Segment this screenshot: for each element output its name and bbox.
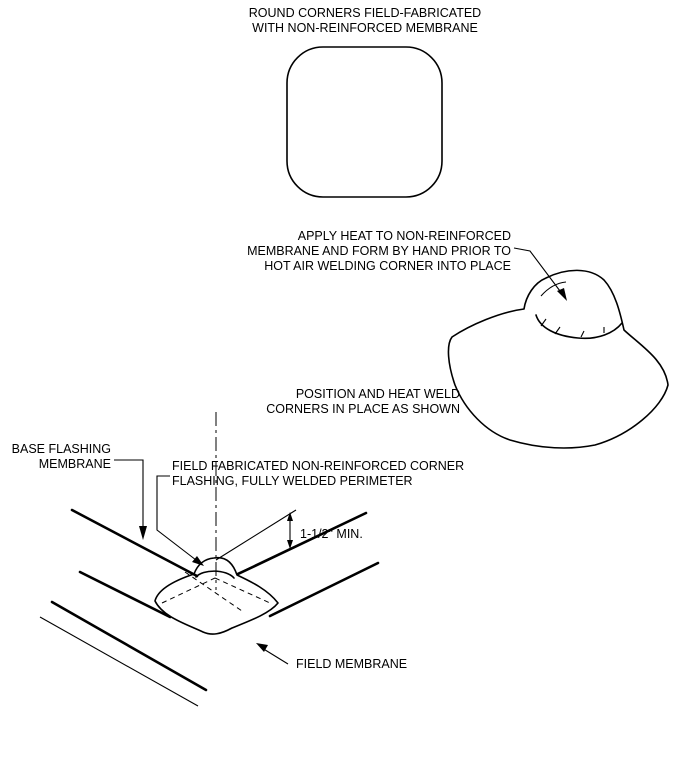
corner-flashing-fold	[195, 570, 235, 579]
rounded-corner-patch	[286, 46, 443, 198]
apply-heat-note-line2: MEMBRANE AND FORM BY HAND PRIOR TO	[247, 244, 511, 258]
field-membrane-leader	[261, 647, 289, 665]
wall-edge-lower-left	[78, 570, 172, 619]
field-fabricated-leader	[156, 475, 197, 561]
position-note-line2: CORNERS IN PLACE AS SHOWN	[266, 402, 460, 416]
base-flashing-leader	[114, 459, 144, 528]
dimension-ext-top	[215, 509, 297, 561]
round-corners-note-line1: ROUND CORNERS FIELD-FABRICATED	[249, 6, 481, 20]
wall-edge-upper-right	[236, 511, 368, 576]
formed-corner-ticks	[540, 318, 605, 338]
field-fabricated-label-line1: FIELD FABRICATED NON-REINFORCED CORNER	[172, 459, 464, 473]
apply-heat-leader	[513, 247, 564, 296]
formed-corner-inner-edge	[535, 314, 623, 340]
field-membrane-label: FIELD MEMBRANE	[296, 657, 407, 671]
round-corners-note-line2: WITH NON-REINFORCED MEMBRANE	[252, 21, 478, 35]
corner-flashing-hidden-diag	[184, 571, 243, 612]
dimension-arrow-bottom	[287, 540, 293, 549]
field-membrane-arrowhead	[256, 643, 268, 652]
dimension-arrow-top	[287, 512, 293, 521]
field-membrane-edge-thin	[39, 616, 199, 707]
apply-heat-note-line1: APPLY HEAT TO NON-REINFORCED	[298, 229, 511, 243]
field-membrane-edge-thick	[50, 600, 208, 692]
wall-edge-lower-right	[268, 561, 380, 618]
field-fabricated-arrowhead	[192, 556, 204, 566]
field-fabricated-label-line2: FLASHING, FULLY WELDED PERIMETER	[172, 474, 413, 488]
formed-corner-crease	[540, 281, 567, 297]
base-flashing-label-line1: BASE FLASHING	[12, 442, 111, 456]
position-note-line1: POSITION AND HEAT WELD	[296, 387, 460, 401]
base-flashing-arrowhead	[139, 526, 147, 540]
corner-flashing-hidden-left	[161, 577, 216, 604]
apply-heat-arrowhead	[557, 288, 567, 301]
base-flashing-label-line2: MEMBRANE	[39, 457, 111, 471]
formed-corner-piece	[447, 269, 669, 449]
apply-heat-note-line3: HOT AIR WELDING CORNER INTO PLACE	[264, 259, 511, 273]
corner-flashing-piece	[154, 556, 279, 635]
wall-edge-upper-left	[70, 508, 199, 578]
corner-flashing-hidden-right	[214, 577, 271, 604]
